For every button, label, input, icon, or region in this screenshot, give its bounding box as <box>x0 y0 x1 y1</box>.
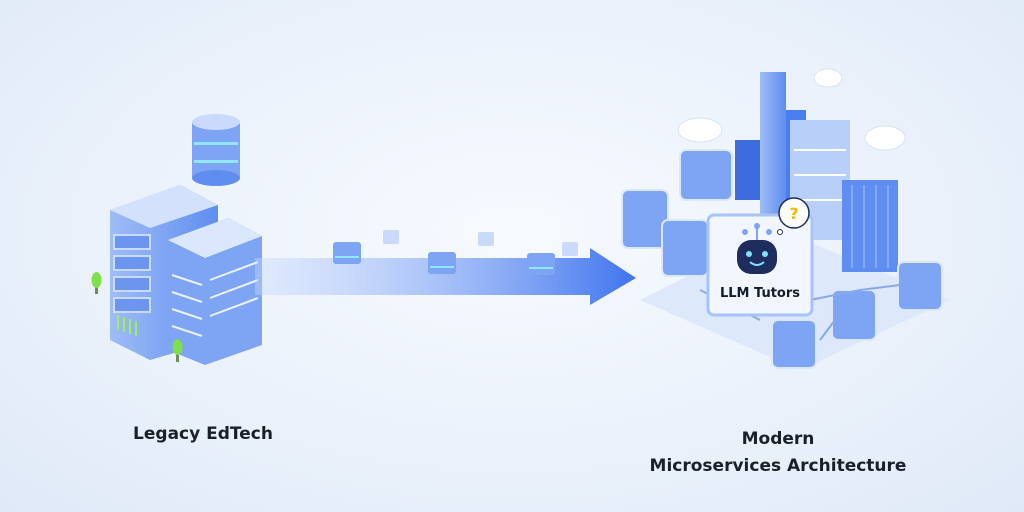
green-vent-icon <box>117 315 137 336</box>
modern-label-line2: Microservices Architecture <box>649 456 907 476</box>
cloud-icon <box>677 68 906 151</box>
database-icon <box>192 114 240 186</box>
legacy-edtech-label: Legacy EdTech <box>133 424 273 444</box>
thought-bubble-lightbulb-icon: ? <box>777 197 810 235</box>
migration-arrow <box>255 230 636 305</box>
llm-tutors-label: LLM Tutors <box>720 286 800 301</box>
robot-icon <box>737 223 777 274</box>
data-cube-icons <box>333 230 578 275</box>
service-node <box>621 149 943 369</box>
modern-label-line1: Modern <box>741 429 815 449</box>
question-mark: ? <box>789 204 798 223</box>
llm-tutors-node: ? LLM Tutors <box>706 197 814 317</box>
modern-architecture-label: Modern Microservices Architecture <box>620 426 936 480</box>
microservices-cluster: ? LLM Tutors <box>621 68 950 370</box>
legacy-server-building <box>91 114 262 365</box>
tree-icon <box>91 272 183 362</box>
